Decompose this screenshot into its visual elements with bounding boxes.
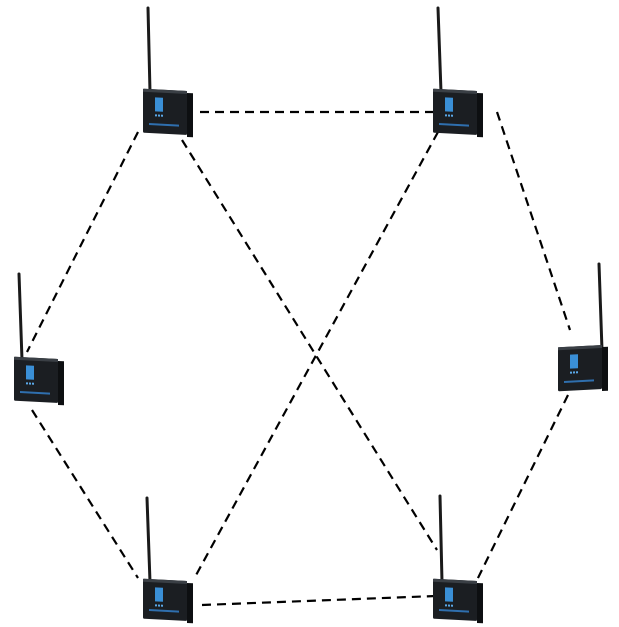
- antenna-icon: [438, 494, 444, 584]
- device-side: [187, 582, 193, 624]
- wireless-router-icon: [143, 578, 193, 624]
- links-layer: [26, 110, 572, 607]
- status-led: [155, 604, 157, 607]
- antenna-icon: [146, 6, 152, 94]
- antenna-icon: [145, 496, 152, 584]
- status-led: [161, 114, 163, 117]
- status-led: [573, 371, 575, 374]
- status-led: [448, 604, 450, 607]
- device-top-edge: [143, 88, 187, 94]
- device-top-edge: [558, 345, 602, 351]
- device-label-stripe: [439, 609, 469, 613]
- device-front: [558, 345, 602, 392]
- device-label-stripe: [439, 123, 469, 127]
- status-led: [445, 114, 447, 117]
- status-led: [32, 382, 34, 385]
- device-front: [433, 578, 477, 621]
- wireless-router-icon: [558, 345, 608, 392]
- device-label-stripe: [149, 123, 179, 127]
- status-led: [158, 604, 160, 607]
- device-side: [602, 346, 608, 392]
- link-top-right-to-middle-right: [495, 111, 572, 331]
- antenna-icon: [17, 272, 24, 362]
- link-top-left-to-bottom-right: [181, 139, 438, 551]
- status-led: [451, 114, 453, 117]
- node-top-right: [433, 6, 483, 138]
- device-front: [143, 88, 187, 135]
- node-bottom-left: [143, 496, 193, 624]
- link-bottom-left-to-bottom-right: [201, 594, 437, 607]
- device-top-edge: [433, 578, 477, 584]
- node-middle-left: [14, 272, 64, 406]
- device-label-stripe: [564, 379, 594, 383]
- link-top-right-to-bottom-left: [194, 131, 439, 578]
- wireless-router-icon: [433, 88, 483, 138]
- status-led: [448, 114, 450, 117]
- status-led: [451, 604, 453, 607]
- node-bottom-right: [433, 494, 483, 624]
- device-display: [445, 97, 453, 112]
- device-label-stripe: [20, 391, 50, 395]
- device-display: [570, 354, 578, 369]
- device-side: [58, 360, 64, 406]
- device-display: [155, 97, 163, 112]
- status-led: [445, 604, 447, 607]
- status-led: [158, 114, 160, 117]
- wireless-router-icon: [433, 578, 483, 624]
- status-led: [570, 371, 572, 374]
- device-front: [143, 578, 187, 621]
- device-side: [477, 582, 483, 624]
- device-front: [433, 88, 477, 135]
- device-display: [155, 587, 163, 602]
- wireless-router-icon: [143, 88, 193, 138]
- wireless-router-icon: [14, 356, 64, 406]
- device-label-stripe: [149, 609, 179, 613]
- status-led: [161, 604, 163, 607]
- device-display: [26, 365, 34, 380]
- status-led: [26, 382, 28, 385]
- device-display: [445, 587, 453, 602]
- status-led: [576, 371, 578, 374]
- link-top-left-to-middle-left: [26, 131, 139, 353]
- device-side: [187, 92, 193, 138]
- status-led: [155, 114, 157, 117]
- antenna-icon: [436, 6, 443, 94]
- device-side: [477, 92, 483, 138]
- nodes-layer: [14, 6, 608, 624]
- link-middle-right-to-bottom-right: [476, 394, 569, 581]
- antenna-icon: [597, 262, 604, 352]
- device-top-edge: [143, 578, 187, 584]
- node-top-left: [143, 6, 193, 138]
- status-led: [29, 382, 31, 385]
- device-top-edge: [433, 88, 477, 94]
- link-middle-left-to-bottom-left: [31, 409, 139, 579]
- node-middle-right: [558, 262, 608, 392]
- device-top-edge: [14, 356, 58, 362]
- device-front: [14, 356, 58, 403]
